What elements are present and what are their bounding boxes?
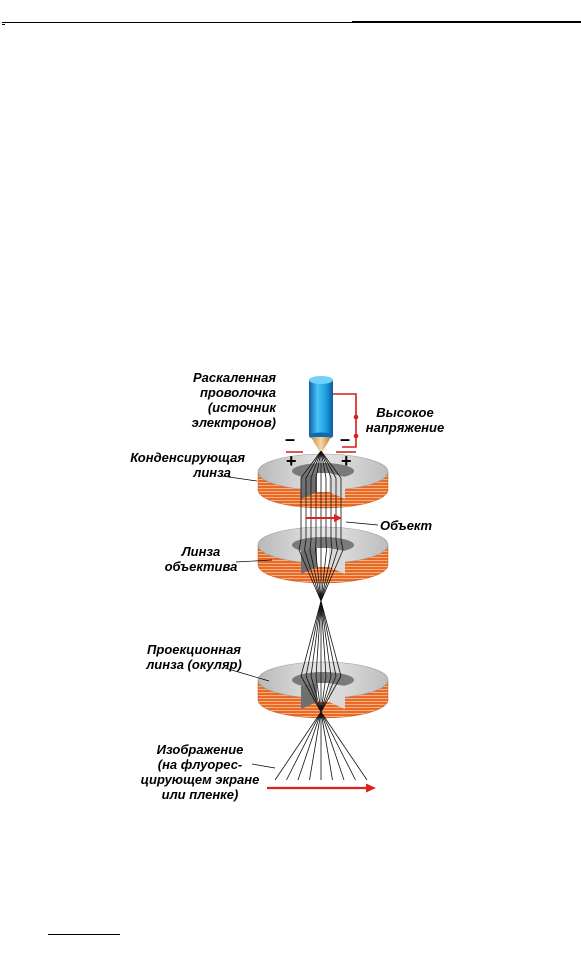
image-arrow	[267, 783, 376, 793]
beam-ray	[320, 600, 327, 677]
beam-ray	[309, 711, 322, 781]
high-voltage-circuit	[286, 393, 357, 453]
terminal-dot	[353, 433, 359, 439]
condenser-lens-label-line: линза	[193, 465, 231, 480]
beam-ray	[325, 539, 327, 551]
top-rule	[2, 22, 352, 23]
filament-label: Раскаленная проволочка (источник электро…	[150, 370, 276, 430]
beam-ray	[320, 675, 327, 713]
beam-ray	[320, 600, 332, 677]
beam-ray	[274, 711, 322, 781]
filament-label-line: Раскаленная	[192, 370, 276, 385]
beam-ray	[300, 600, 322, 677]
beam-ray	[286, 711, 322, 781]
filament-label-line: проволочка	[199, 385, 276, 400]
top-rule-thick	[352, 21, 581, 23]
object-label: Объект	[380, 518, 433, 533]
beam-ray	[320, 549, 327, 602]
objective-lens-label: Линза объектива	[156, 544, 246, 574]
terminal-dot	[353, 414, 359, 420]
leader-lines	[221, 475, 379, 769]
beam-ray	[320, 600, 337, 677]
beam-ray	[315, 539, 317, 551]
beam-ray	[300, 450, 322, 479]
beam-ray	[320, 711, 356, 781]
object-arrow	[306, 514, 342, 522]
beam-ray	[298, 539, 302, 551]
beam-ray	[320, 450, 342, 479]
beam-ray	[300, 675, 322, 713]
beam-ray	[320, 549, 344, 602]
beam-ray	[340, 539, 344, 551]
projection-lens	[257, 661, 389, 719]
plus-sign: +	[341, 451, 352, 471]
beam-ray	[335, 539, 338, 551]
image-label-line: цирующем экране	[140, 772, 260, 787]
image-label-line: Изображение	[156, 742, 244, 757]
beam-ray	[310, 450, 322, 479]
beam-ray	[304, 549, 322, 602]
image-label: Изображение (на флуорес- цирующем экране…	[130, 742, 270, 802]
beam-ray	[298, 549, 322, 602]
beam-ray	[320, 549, 338, 602]
beam-ray	[320, 450, 327, 479]
plus-sign: +	[286, 451, 297, 471]
beam-ray	[320, 711, 368, 781]
beam-ray	[320, 711, 333, 781]
beam-ray	[320, 675, 332, 713]
filament-label-line: электронов)	[191, 415, 276, 430]
beam-ray	[304, 539, 307, 551]
footnote-rule	[48, 934, 120, 935]
top-dash-mark	[2, 24, 5, 25]
beam-ray	[310, 675, 322, 713]
high-voltage-label: Высокое напряжение	[360, 405, 450, 435]
high-voltage-label-line: Высокое	[376, 405, 434, 420]
beam-ray	[320, 450, 337, 479]
beam-ray	[309, 549, 322, 602]
beam-ray	[320, 600, 342, 677]
beam-ray	[315, 549, 322, 602]
beam-ray	[320, 549, 333, 602]
beam-ray	[315, 675, 322, 713]
beam-ray	[315, 600, 322, 677]
beam-ray	[320, 675, 342, 713]
filament-source	[309, 376, 333, 451]
beam-ray	[305, 600, 322, 677]
beam-ray	[297, 711, 322, 781]
beam-ray	[310, 600, 322, 677]
projection-lens-label-line: линза (окуляр)	[146, 657, 242, 672]
high-voltage-label-line: напряжение	[365, 420, 445, 435]
objective-lens-label-line: Линза	[181, 544, 221, 559]
beam-ray	[305, 450, 322, 479]
filament-label-line: (источник	[207, 400, 276, 415]
projection-lens-label: Проекционная линза (окуляр)	[134, 642, 254, 672]
beam-ray	[309, 539, 312, 551]
beam-ray	[320, 711, 345, 781]
minus-sign: –	[285, 429, 296, 449]
beam-ray	[320, 675, 337, 713]
beam-ray	[330, 539, 333, 551]
image-label-line: (на флуорес-	[157, 757, 243, 772]
minus-sign: –	[340, 429, 351, 449]
condenser-lens-label: Конденсирующая линза	[120, 450, 245, 480]
condenser-lens-label-line: Конденсирующая	[130, 450, 245, 465]
objective-lens	[257, 526, 389, 584]
beam-ray	[320, 450, 332, 479]
projection-lens-label-line: Проекционная	[147, 642, 241, 657]
beam-ray	[315, 450, 322, 479]
beam-ray	[305, 675, 322, 713]
objective-lens-label-line: объектива	[164, 559, 238, 574]
electron-beam	[274, 450, 368, 781]
image-label-line: или пленке)	[161, 787, 239, 802]
